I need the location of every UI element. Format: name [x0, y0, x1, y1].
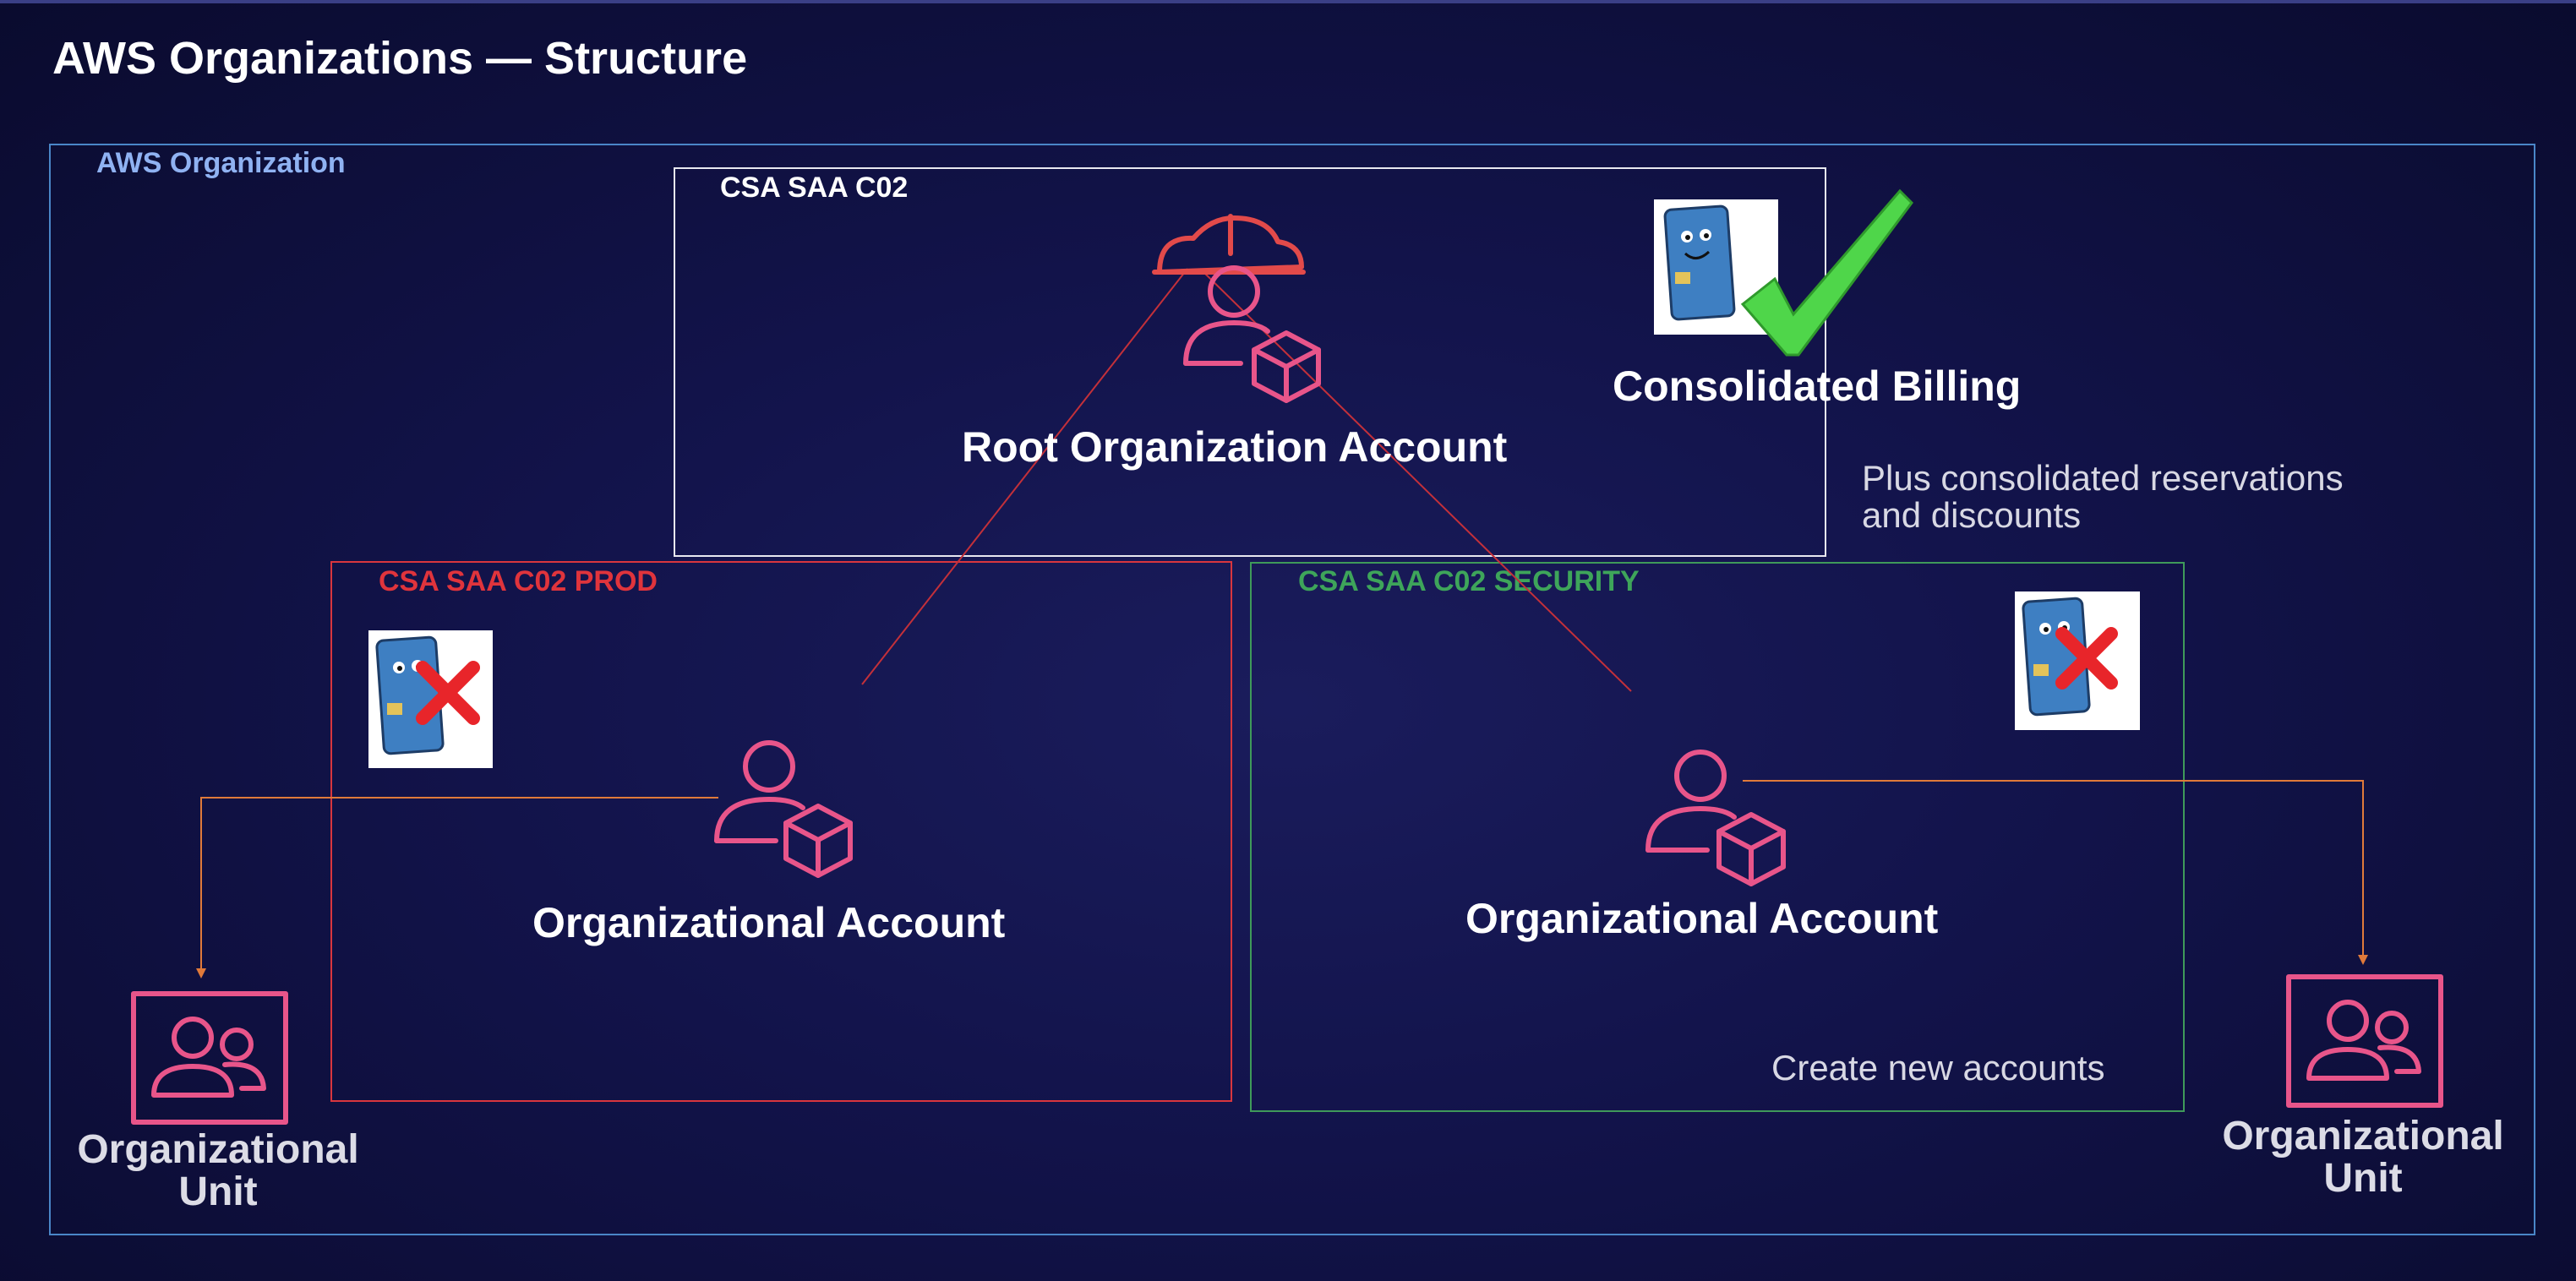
- cross-icon: [2055, 627, 2118, 690]
- root-account-box: [674, 167, 1826, 557]
- security-account-box-label: CSA SAA C02 SECURITY: [1298, 565, 1640, 597]
- organizational-unit-left-label: Organizational Unit: [49, 1127, 387, 1215]
- group-icon: [2286, 974, 2443, 1108]
- ou-left-line-1: Organizational: [77, 1127, 359, 1172]
- credit-card-icon: [2015, 591, 2140, 730]
- group-icon: [131, 991, 288, 1125]
- credit-card-icon: [1654, 199, 1778, 335]
- root-to-prod-line: [861, 268, 1188, 685]
- security-account-label: Organizational Account: [1465, 895, 1939, 942]
- organizational-unit-right-label: Organizational Unit: [2194, 1115, 2532, 1201]
- user-cube-icon: [1645, 750, 1786, 886]
- prod-to-ou-connector: [196, 797, 718, 978]
- security-to-ou-connector: [1743, 780, 2368, 965]
- top-divider: [0, 0, 2576, 3]
- page-title: AWS Organizations — Structure: [52, 33, 748, 84]
- create-accounts-note: Create new accounts: [1771, 1048, 2105, 1087]
- prod-account-box-label: CSA SAA C02 PROD: [379, 565, 658, 597]
- root-account-box-label: CSA SAA C02: [720, 172, 909, 204]
- prod-account-label: Organizational Account: [532, 899, 1006, 946]
- ou-left-line-2: Unit: [178, 1169, 258, 1215]
- billing-note: Plus consolidated reservations and disco…: [1862, 458, 2344, 536]
- security-account-box: [1250, 562, 2185, 1112]
- aws-organization-box: [49, 144, 2535, 1235]
- consolidated-billing-label: Consolidated Billing: [1613, 362, 2022, 410]
- billing-note-line-1: Plus consolidated reservations: [1862, 458, 2344, 498]
- ou-right-line-2: Unit: [2323, 1156, 2403, 1202]
- billing-note-line-2: and discounts: [1862, 495, 2082, 536]
- root-account-label: Root Organization Account: [962, 423, 1508, 471]
- credit-card-icon: [368, 630, 493, 768]
- checkmark-icon: [1740, 188, 1913, 357]
- hard-hat-user-icon: [1152, 214, 1321, 403]
- cross-icon: [416, 661, 480, 725]
- aws-organization-label: AWS Organization: [96, 147, 346, 179]
- prod-account-box: [330, 561, 1232, 1102]
- ou-right-line-1: Organizational: [2222, 1114, 2504, 1158]
- user-cube-icon: [714, 740, 853, 878]
